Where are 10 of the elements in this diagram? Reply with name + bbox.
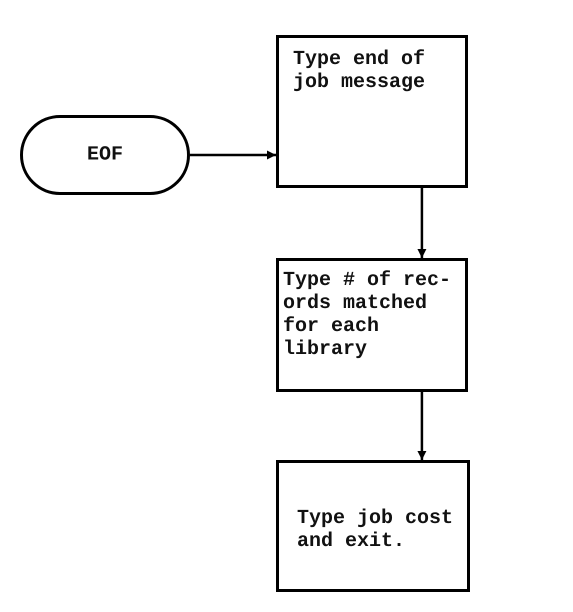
node-text: Type # of rec- ords matched for each library (283, 269, 452, 361)
node-text: Type end of job message (293, 48, 426, 94)
arrow (417, 392, 426, 460)
process-box (276, 460, 470, 592)
arrow (190, 150, 276, 160)
node-text: Type job cost and exit. (297, 507, 454, 553)
arrow (417, 188, 426, 258)
node-text: EOF (87, 144, 123, 166)
process-box (276, 258, 468, 392)
process-box (276, 35, 468, 188)
